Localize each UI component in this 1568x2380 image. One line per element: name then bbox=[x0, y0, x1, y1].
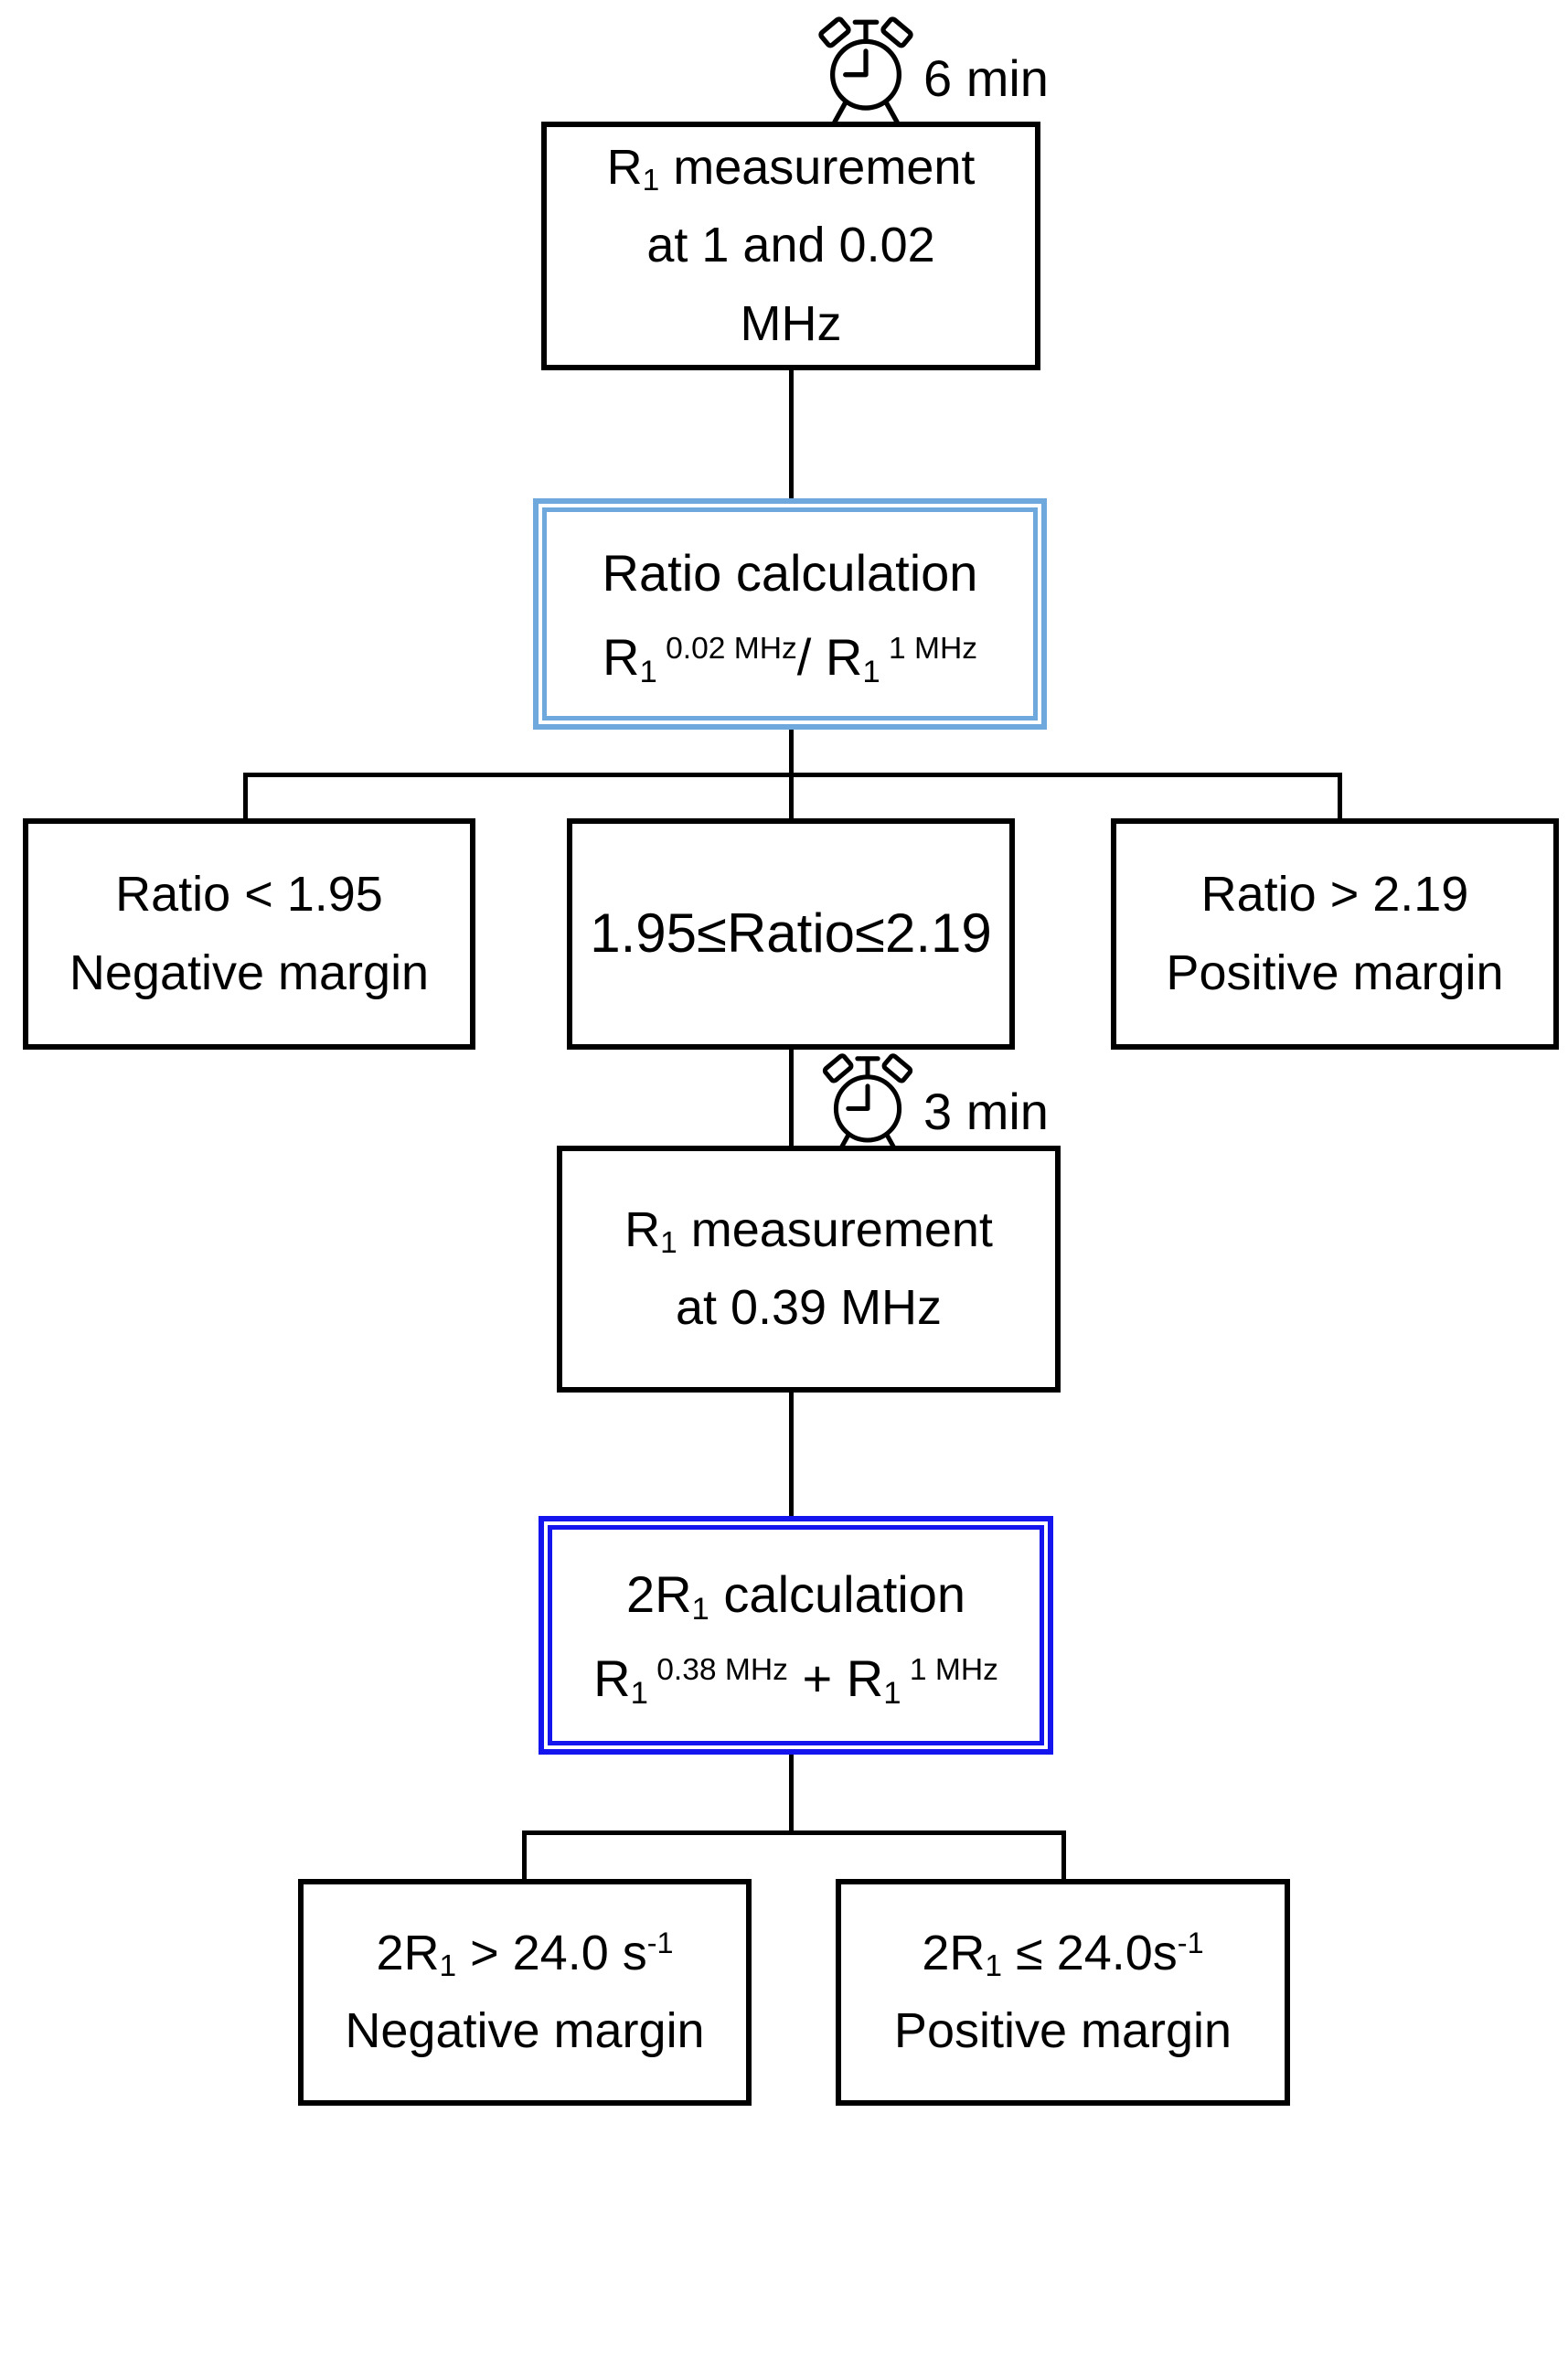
edge-bottom-branch-bar bbox=[522, 1830, 1066, 1835]
node-text-line: R1 measurement bbox=[624, 1201, 993, 1261]
timer-6min-label: 6 min bbox=[923, 49, 1049, 107]
edge-drop-ratio-low bbox=[243, 773, 248, 820]
edge-ratiocalc-stem bbox=[789, 730, 794, 775]
node-r1-measurement-1-and-0-02-mhz: R1 measurement at 1 and 0.02 MHz bbox=[541, 122, 1040, 370]
timer-3min-label: 3 min bbox=[923, 1083, 1049, 1140]
edge-ratiomid-to-measure2 bbox=[789, 1050, 794, 1147]
edge-drop-ratio-high bbox=[1338, 773, 1342, 820]
node-text-line: R1 measurement bbox=[606, 140, 976, 198]
edge-sumcalc-stem bbox=[789, 1755, 794, 1835]
node-text-line: at 0.39 MHz bbox=[675, 1280, 943, 1335]
node-text-line: at 1 and 0.02 bbox=[646, 218, 935, 273]
node-formula: R1 0.02 MHz/ R1 1 MHz bbox=[602, 628, 978, 689]
node-text-line: Negative margin bbox=[69, 945, 430, 1000]
edge-drop-ratio-mid bbox=[789, 773, 794, 820]
alarm-clock-icon bbox=[818, 16, 913, 124]
node-ratio-below-1-95-negative-margin: Ratio < 1.95 Negative margin bbox=[23, 818, 475, 1050]
node-r1-measurement-0-39-mhz: R1 measurement at 0.39 MHz bbox=[557, 1146, 1061, 1393]
node-formula: R1 0.38 MHz + R1 1 MHz bbox=[593, 1649, 998, 1711]
node-ratio-calculation: Ratio calculation R1 0.02 MHz/ R1 1 MHz bbox=[533, 498, 1047, 730]
alarm-clock-icon bbox=[822, 1053, 913, 1157]
node-text-line: 2R1 ≤ 24.0s-1 bbox=[922, 1925, 1204, 1984]
node-text-line: 2R1 > 24.0 s-1 bbox=[376, 1925, 674, 1984]
node-title: 2R1 calculation bbox=[625, 1565, 966, 1627]
node-text-line: Ratio < 1.95 bbox=[115, 867, 383, 923]
node-text-line: Positive margin bbox=[1166, 945, 1504, 1000]
edge-drop-sum-high bbox=[522, 1830, 527, 1881]
node-2r1-calculation: 2R1 calculation R1 0.38 MHz + R1 1 MHz bbox=[539, 1516, 1053, 1755]
node-text-line: Ratio > 2.19 bbox=[1200, 867, 1469, 923]
node-2r1-above-24-negative-margin: 2R1 > 24.0 s-1 Negative margin bbox=[298, 1879, 752, 2106]
edge-drop-sum-low bbox=[1061, 1830, 1066, 1881]
edge-measure1-to-ratiocalc bbox=[789, 370, 794, 501]
node-text-line: MHz bbox=[740, 295, 842, 351]
node-text-line: 1.95≤Ratio≤2.19 bbox=[590, 902, 992, 965]
edge-measure2-to-sumcalc bbox=[789, 1393, 794, 1518]
node-text-line: Positive margin bbox=[893, 2003, 1232, 2058]
node-inner-frame: Ratio calculation R1 0.02 MHz/ R1 1 MHz bbox=[542, 507, 1038, 720]
node-text-line: Negative margin bbox=[345, 2003, 705, 2058]
node-2r1-below-24-positive-margin: 2R1 ≤ 24.0s-1 Positive margin bbox=[836, 1879, 1290, 2106]
node-ratio-in-range: 1.95≤Ratio≤2.19 bbox=[567, 818, 1015, 1050]
node-ratio-above-2-19-positive-margin: Ratio > 2.19 Positive margin bbox=[1111, 818, 1559, 1050]
node-inner-frame: 2R1 calculation R1 0.38 MHz + R1 1 MHz bbox=[548, 1525, 1044, 1745]
node-title: Ratio calculation bbox=[602, 544, 978, 603]
